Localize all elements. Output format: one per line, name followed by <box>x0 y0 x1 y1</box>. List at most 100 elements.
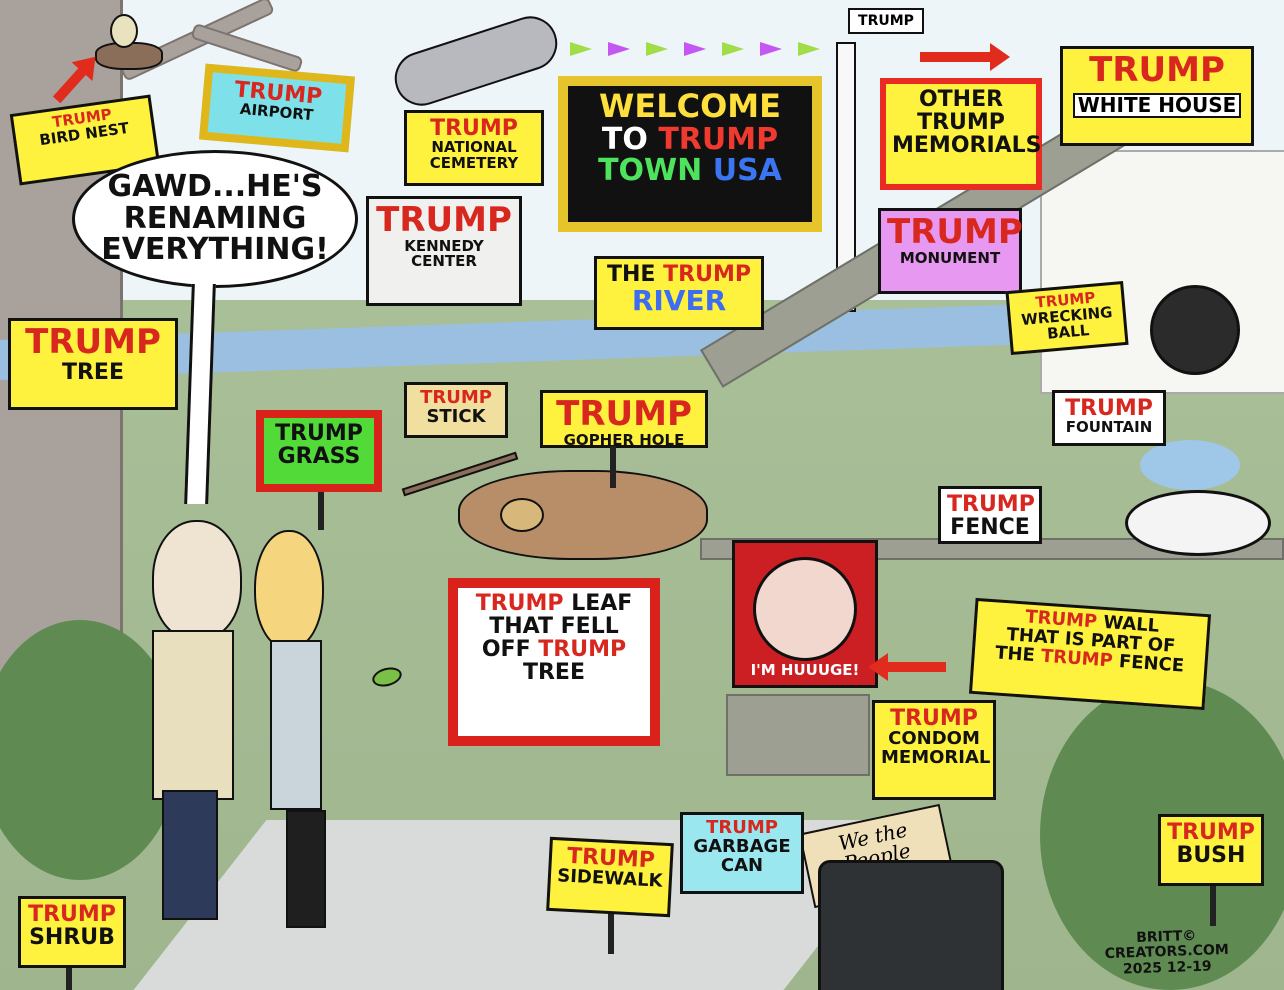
credit-line3: 2025 12-19 <box>1122 958 1212 978</box>
sign-tree-line1: TRUMP <box>25 322 161 362</box>
speech-line1: GAWD...HE'S <box>107 169 323 204</box>
sign-welcome-line2a: TO <box>601 121 648 157</box>
left-bush <box>0 620 180 880</box>
sign-sidewalk: TRUMP SIDEWALK <box>546 836 674 918</box>
flag <box>646 42 668 56</box>
arrow-right-top <box>920 43 1010 71</box>
speech-line3: EVERYTHING! <box>101 232 329 267</box>
garbage-can <box>818 860 1004 990</box>
sign-sidewalk-line2: SIDEWALK <box>556 865 664 892</box>
sign-leaf-line1a: TRUMP <box>475 591 564 616</box>
sign-stick-line1: TRUMP <box>420 387 492 408</box>
sign-fountain-line2: FOUNTAIN <box>1065 418 1153 437</box>
sign-welcome-line3a: TOWN <box>598 153 703 189</box>
sign-national-cemetery-line2: NATIONAL <box>431 138 517 157</box>
flag-pole-text: TRUMP <box>858 13 914 29</box>
sign-garbage-can-line1: TRUMP <box>706 817 778 838</box>
flag <box>570 42 592 56</box>
sign-leaf-line3b: TRUMP <box>538 637 627 663</box>
sign-post <box>610 446 616 488</box>
bird <box>110 14 138 48</box>
sign-leaf-line4: TREE <box>522 660 585 686</box>
sign-shrub-line1: TRUMP <box>28 902 116 927</box>
sign-fountain: TRUMP FOUNTAIN <box>1052 390 1166 446</box>
sign-stick-line2: STICK <box>426 405 486 427</box>
speech-bubble-tail <box>184 284 216 504</box>
sign-river-line2: RIVER <box>631 284 727 318</box>
sign-post <box>1210 886 1216 926</box>
sign-fence-line1: TRUMP <box>947 492 1035 517</box>
sign-wrecking-ball: TRUMP WRECKING BALL <box>1005 280 1129 356</box>
man-head <box>152 520 242 640</box>
sign-river-line1b: TRUMP <box>663 262 751 287</box>
sign-bush: TRUMP BUSH <box>1158 814 1264 886</box>
sign-garbage-can-line2: GARBAGE <box>693 835 791 857</box>
airplane <box>387 9 565 113</box>
sign-wall: TRUMP WALL THAT IS PART OF THE TRUMP FEN… <box>968 597 1212 711</box>
artist-credit: BRITT© CREATORS.COM 2025 12-19 <box>1091 927 1243 990</box>
sign-welcome-line3b: USA <box>712 153 782 189</box>
sign-shrub: TRUMP SHRUB <box>18 896 126 968</box>
sign-other-memorials: OTHER TRUMP MEMORIALS <box>880 78 1042 190</box>
sign-tree-line2: TREE <box>61 359 124 385</box>
gopher-dirt-mound <box>458 470 708 560</box>
sign-grass-line1: TRUMP <box>275 421 363 446</box>
man-sweater <box>152 630 234 800</box>
woman-pants <box>286 810 326 928</box>
sign-river-line1a: THE <box>607 262 656 287</box>
sign-other-memorials-line1: OTHER <box>918 87 1004 112</box>
sign-bush-line1: TRUMP <box>1167 820 1255 845</box>
sign-gopher-hole-line2: GOPHER HOLE <box>563 430 685 449</box>
sign-post <box>608 914 614 954</box>
sign-condom-memorial: TRUMP CONDOM MEMORIAL <box>872 700 996 800</box>
sign-stick: TRUMP STICK <box>404 382 508 438</box>
arrow-to-portrait <box>886 662 946 672</box>
speech-bubble: GAWD...HE'S RENAMING EVERYTHING! <box>72 150 358 288</box>
sign-leaf-line3a: OFF <box>481 637 531 663</box>
sign-national-cemetery-line1: TRUMP <box>430 116 518 141</box>
sign-wall-line3a: THE <box>994 642 1036 666</box>
fountain-water <box>1140 440 1240 490</box>
flag-pole-sign: TRUMP <box>848 8 924 34</box>
sign-condom-memorial-line2: CONDOM <box>888 728 980 750</box>
flag <box>760 42 782 56</box>
memorial-pedestal <box>726 694 870 776</box>
sign-tree: TRUMP TREE <box>8 318 178 410</box>
sign-welcome: WELCOME TO TRUMP TOWN USA <box>558 76 822 232</box>
sign-river: THE TRUMP RIVER <box>594 256 764 330</box>
sign-portrait: I'M HUUUGE! <box>732 540 878 688</box>
sign-grass-line2: GRASS <box>277 444 361 470</box>
sign-portrait-caption: I'M HUUUGE! <box>750 661 860 680</box>
sign-welcome-line1: WELCOME <box>599 87 781 125</box>
sign-kennedy-center: TRUMP KENNEDY CENTER <box>366 196 522 306</box>
sign-bush-line2: BUSH <box>1176 843 1246 869</box>
gopher <box>500 498 544 532</box>
sign-garbage-can: TRUMP GARBAGE CAN <box>680 812 804 894</box>
sign-gopher-hole: TRUMP GOPHER HOLE <box>540 390 708 448</box>
sign-white-house: TRUMP WHITE HOUSE <box>1060 46 1254 146</box>
sign-white-house-line2: WHITE HOUSE <box>1073 92 1241 118</box>
sign-condom-memorial-line1: TRUMP <box>890 706 978 731</box>
sign-kennedy-center-line1: TRUMP <box>376 200 512 240</box>
sign-welcome-line2b: TRUMP <box>658 121 779 157</box>
speech-line2: RENAMING <box>123 200 307 236</box>
sign-white-house-line1: TRUMP <box>1089 50 1225 90</box>
man-pants <box>162 790 218 920</box>
sign-wall-line3b: TRUMP <box>1040 645 1114 672</box>
sign-garbage-can-line3: CAN <box>720 854 764 876</box>
fountain-basin <box>1125 490 1271 556</box>
sign-fountain-line1: TRUMP <box>1065 396 1153 421</box>
flag <box>684 42 706 56</box>
sign-national-cemetery: TRUMP NATIONAL CEMETERY <box>404 110 544 186</box>
sign-wall-line3c: FENCE <box>1118 650 1185 677</box>
flag <box>608 42 630 56</box>
portrait-face <box>753 557 857 661</box>
sign-monument-line2: MONUMENT <box>899 248 1001 267</box>
sign-grass: TRUMP GRASS <box>256 410 382 492</box>
sign-post <box>318 492 324 530</box>
sign-gopher-hole-line1: TRUMP <box>556 394 692 434</box>
sign-other-memorials-line2: TRUMP <box>917 110 1005 136</box>
sign-monument-line1: TRUMP <box>887 212 1023 252</box>
flag <box>722 42 744 56</box>
